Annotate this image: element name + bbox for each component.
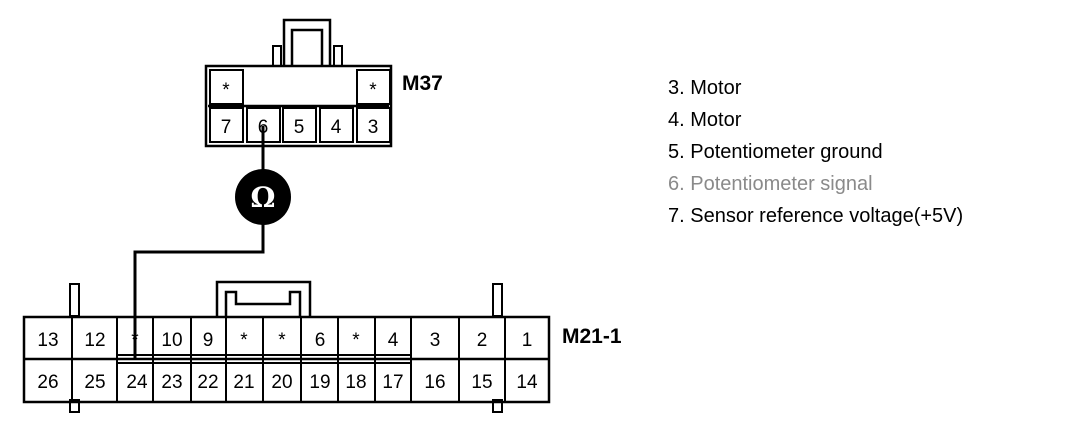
pin-legend: 3. Motor 4. Motor 5. Potentiometer groun… [668, 77, 963, 227]
m21-pin-12: 12 [84, 330, 105, 351]
m21-pin-24: 24 [126, 372, 148, 393]
legend-item-5: 5. Potentiometer ground [668, 141, 883, 163]
m21-foot-left [69, 399, 80, 413]
ohmmeter-body [235, 169, 291, 225]
m37-housing [204, 64, 393, 148]
m21-pin-9: 9 [203, 330, 214, 351]
legend-item-4: 4. Motor [668, 109, 742, 131]
m37-latch [282, 18, 332, 66]
m21-pin-15: 15 [471, 372, 492, 393]
legend-item-6: 6. Potentiometer signal [668, 173, 873, 195]
m21-pin-19: 19 [309, 372, 330, 393]
m37-pin-3: 3 [368, 117, 379, 138]
m21-foot-right [492, 399, 503, 413]
m21-label: M21-1 [562, 325, 622, 348]
connector-m37: * * 7 6 5 4 3 M37 [204, 18, 443, 148]
m21-pin-16: 16 [424, 372, 445, 393]
m21-pin-5: * [352, 330, 360, 351]
m21-pin-13: 13 [37, 330, 58, 351]
ohm-icon: Ω [251, 181, 276, 214]
m37-pin-5: 5 [294, 117, 305, 138]
probe-wire-m21 [133, 216, 265, 360]
m21-pin-6: 6 [315, 330, 326, 351]
m21-pin-4: 4 [388, 330, 399, 351]
m37-label: M37 [402, 72, 443, 95]
m21-pin-20: 20 [271, 372, 292, 393]
m21-post-right [492, 283, 503, 317]
m37-pin-4: 4 [331, 117, 342, 138]
m21-pin-23: 23 [161, 372, 182, 393]
m21-pin-25: 25 [84, 372, 105, 393]
connector-m21-1: 13 12 * 10 9 * * 6 * 4 3 2 1 26 25 24 23… [22, 280, 622, 413]
legend-item-7: 7. Sensor reference voltage(+5V) [668, 205, 963, 227]
m21-pin-2: 2 [477, 330, 488, 351]
m21-pin-22: 22 [197, 372, 218, 393]
m21-pin-11: * [131, 330, 139, 351]
m21-pin-26: 26 [37, 372, 58, 393]
m21-latch [215, 280, 312, 316]
m21-pin-10: 10 [161, 330, 182, 351]
m21-pin-18: 18 [345, 372, 366, 393]
m21-post-left [69, 283, 80, 317]
m21-pin-1: 1 [522, 330, 533, 351]
m21-pin-3: 3 [430, 330, 441, 351]
m21-pin-8: * [240, 330, 248, 351]
m37-pin-7: 7 [221, 117, 232, 138]
m21-pin-17: 17 [382, 372, 403, 393]
m37-latch-post-left [272, 45, 282, 67]
m21-pin-14: 14 [516, 372, 538, 393]
m21-pin-7: * [278, 330, 286, 351]
m21-pin-21: 21 [233, 372, 254, 393]
legend-item-3: 3. Motor [668, 77, 742, 99]
m37-latch-post-right [333, 45, 343, 67]
m37-top-pin-1: * [222, 80, 230, 101]
m37-top-pin-5: * [369, 80, 377, 101]
ohmmeter: Ω [235, 169, 291, 225]
